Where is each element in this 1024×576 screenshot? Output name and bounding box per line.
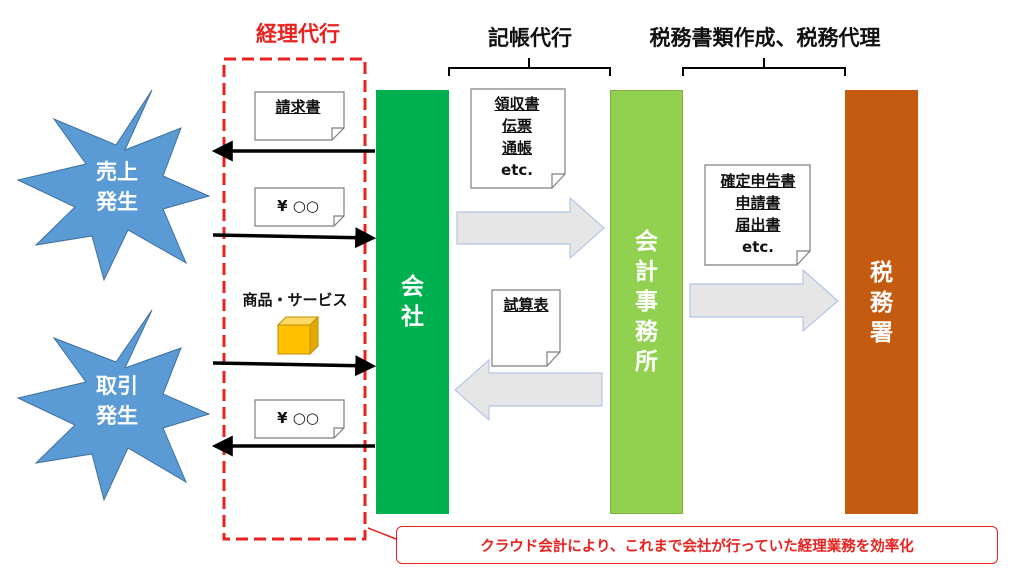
doc-yen-top-text: ¥ ○○ [258, 195, 338, 217]
zeimu-header: 税務書類作成、税務代理 [649, 26, 881, 50]
block-arrow-to-tax-office [689, 268, 839, 333]
company-char-2: 社 [401, 304, 424, 330]
tax-office-char-2: 務 [870, 290, 893, 316]
sales-line-2: 発生 [96, 190, 138, 214]
accounting-office-char-3: 事 [635, 289, 658, 315]
doc-trial-balance-shape [491, 289, 561, 367]
accounting-office-char-1: 会 [635, 229, 658, 255]
trial-balance-label: 試算表 [503, 296, 549, 314]
company-char-1: 会 [401, 274, 424, 300]
trade-starburst-shape [16, 309, 211, 502]
tax-docs-etc-label: etc. [742, 238, 774, 256]
accounting-office-char-2: 計 [635, 259, 658, 285]
receipt-label: 領収書 [494, 95, 540, 113]
receipts-etc-label: etc. [501, 161, 533, 179]
application-label: 申請書 [735, 194, 781, 212]
arrow-goods-in [212, 355, 377, 377]
doc-yen-bottom-text: ¥ ○○ [258, 407, 338, 429]
accounting-office-column: 会 計 事 務 所 [610, 90, 683, 514]
doc-receipts-shape [470, 88, 566, 189]
tax-office-char-3: 署 [870, 320, 893, 346]
cloud-accounting-callout: クラウド会計により、これまで会社が行っていた経理業務を効率化 [396, 526, 998, 564]
sales-line-1: 売上 [96, 160, 138, 184]
trade-line-1: 取引 [96, 374, 138, 398]
block-arrow-to-office [456, 196, 605, 260]
company-column: 会 社 [376, 90, 449, 514]
doc-invoice-shape [254, 91, 345, 141]
arrow-payment-in [212, 227, 377, 249]
doc-trial-balance-text: 試算表 [494, 294, 558, 316]
voucher-label: 伝票 [501, 117, 532, 135]
passbook-label: 通帳 [501, 139, 532, 157]
tax-office-char-1: 税 [870, 260, 893, 286]
tax-office-column: 税 務 署 [845, 90, 918, 514]
invoice-label: 請求書 [275, 98, 321, 116]
doc-tax-docs-text: 確定申告書 申請書 届出書 etc. [708, 170, 808, 258]
doc-yen-bottom-shape [254, 399, 345, 439]
doc-yen-top-shape [254, 187, 345, 227]
sales-starburst-label: 売上 発生 [72, 157, 162, 217]
kicho-daiko-header: 記帳代行 [488, 26, 572, 50]
accounting-office-char-5: 所 [635, 349, 658, 375]
doc-tax-docs-shape [704, 164, 811, 266]
doc-receipts-text: 領収書 伝票 通帳 etc. [474, 93, 560, 181]
yen-bottom-label: ¥ ○○ [277, 409, 319, 427]
callout-pointer [367, 527, 397, 540]
accounting-office-char-4: 務 [635, 319, 658, 345]
block-arrow-to-company [454, 358, 603, 422]
sales-starburst-shape [16, 89, 211, 282]
goods-services-label: 商品・サービス [242, 291, 348, 309]
keiri-daiko-header: 経理代行 [256, 22, 340, 46]
notification-label: 届出書 [735, 216, 781, 234]
keiri-daiko-dashed-box [222, 57, 367, 541]
tax-return-label: 確定申告書 [720, 172, 796, 190]
goods-cube-icon [276, 315, 320, 356]
kicho-daiko-brace [448, 58, 611, 76]
trade-line-2: 発生 [96, 404, 138, 428]
doc-invoice-text: 請求書 [258, 96, 338, 118]
trade-starburst-label: 取引 発生 [72, 371, 162, 431]
yen-top-label: ¥ ○○ [277, 197, 319, 215]
zeimu-brace [682, 58, 846, 76]
